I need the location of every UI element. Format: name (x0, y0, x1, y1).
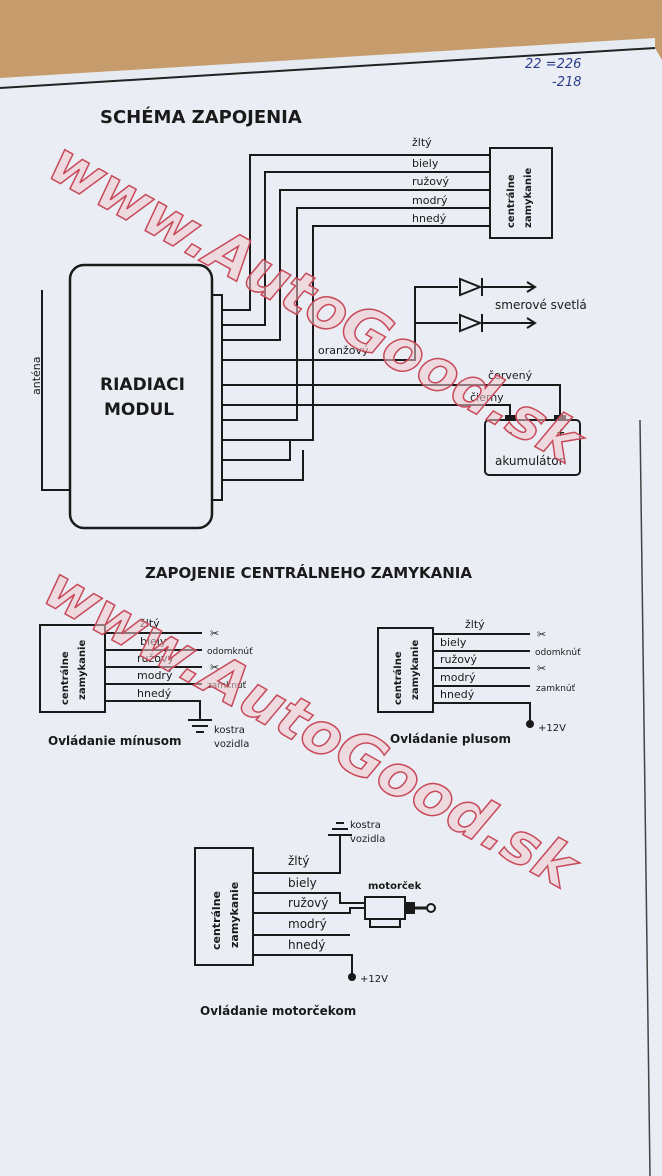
battery-minus: - (508, 426, 513, 439)
wire-label-white: biely (412, 157, 439, 170)
diode-icon (459, 277, 537, 297)
lock-box-label-2: zamykanie (523, 168, 534, 228)
box-label: centrálne (392, 651, 404, 705)
paper-border (0, 47, 656, 89)
wire-label: ružový (440, 653, 478, 666)
handwritten-note-1: 22 =226 (525, 57, 581, 72)
wire-label: žltý (288, 854, 309, 868)
box-label: zamykanie (410, 640, 421, 700)
wire-label: hnedý (288, 938, 325, 952)
wire-label: ružový (288, 896, 328, 910)
ground-label: kostra (214, 725, 245, 736)
turn-signals-label: smerové svetlá (495, 298, 587, 312)
caption: Ovládanie plusom (390, 732, 511, 746)
caption: Ovládanie motorčekom (200, 1004, 356, 1018)
ground-label: vozidla (214, 739, 249, 750)
red-wire-label: červený (488, 369, 533, 382)
motor-control-diagram: centrálne zamykanie žltý biely ružový mo… (194, 820, 436, 1018)
supply-label: +12V (360, 974, 388, 985)
antenna-label: anténa (30, 356, 43, 395)
wire-label: biely (440, 636, 467, 649)
section2-title: ZAPOJENIE CENTRÁLNEHO ZAMYKANIA (145, 563, 472, 582)
box-label: zamykanie (228, 882, 241, 948)
minus-control-diagram: centrálne zamykanie žltý biely ružový mo… (39, 617, 253, 750)
scissors-icon: ✂ (537, 628, 546, 641)
supply-terminal-icon (526, 720, 534, 728)
wire-label: ružový (137, 652, 175, 665)
wire-label-pink: ružový (412, 175, 450, 188)
box-label: zamykanie (77, 640, 88, 700)
battery-plus: + (556, 426, 565, 439)
wire-label: modrý (288, 917, 327, 931)
lock-box-label-1: centrálne (505, 174, 517, 228)
scissors-icon: ✂ (537, 662, 546, 675)
plus-control-diagram: centrálne zamykanie žltý biely ružový mo… (377, 618, 581, 746)
module-label-1: RIADIACI (100, 375, 185, 395)
wire-label: žltý (140, 617, 160, 630)
diode-icon (459, 313, 537, 333)
supply-terminal-icon (348, 973, 356, 981)
lock-label: zamknúť (207, 681, 247, 691)
box-label: centrálne (59, 651, 71, 705)
wire-label-blue: modrý (412, 194, 448, 207)
wire-label: modrý (137, 669, 173, 682)
lock-label: zamknúť (536, 684, 576, 694)
module-label-2: MODUL (104, 400, 174, 420)
ground-icon (328, 822, 352, 836)
main-title: SCHÉMA ZAPOJENIA (100, 106, 302, 128)
battery-label: akumulátor (495, 454, 564, 468)
wire-label: žltý (465, 618, 485, 631)
wire-label: biely (288, 876, 317, 890)
ground-icon (188, 719, 212, 733)
wire-label: hnedý (137, 687, 172, 700)
unlock-label: odomknúť (535, 648, 581, 658)
wire-label: biely (140, 635, 167, 648)
antenna-wire (41, 290, 70, 491)
supply-label: +12V (538, 723, 566, 734)
wire-label: hnedý (440, 688, 475, 701)
orange-wire-label: oranžový (318, 344, 369, 357)
caption: Ovládanie mínusom (48, 734, 182, 748)
battery (484, 419, 581, 476)
lock-wires (222, 154, 490, 481)
box-label: centrálne (210, 891, 223, 950)
wire-label-brown: hnedý (412, 212, 447, 225)
motor-icon (364, 896, 436, 928)
handwritten-note-2: -218 (552, 75, 582, 90)
central-lock-box (489, 147, 553, 239)
wire-label: modrý (440, 671, 476, 684)
ground-label: kostra (350, 820, 381, 831)
unlock-label: odomknúť (207, 647, 253, 657)
black-wire-label: čierny (470, 391, 504, 404)
wire-label-yellow: žltý (412, 136, 432, 149)
scissors-icon: ✂ (210, 661, 219, 674)
ground-label: vozidla (350, 834, 385, 845)
scissors-icon: ✂ (210, 627, 219, 640)
motor-label: motorček (368, 880, 422, 892)
